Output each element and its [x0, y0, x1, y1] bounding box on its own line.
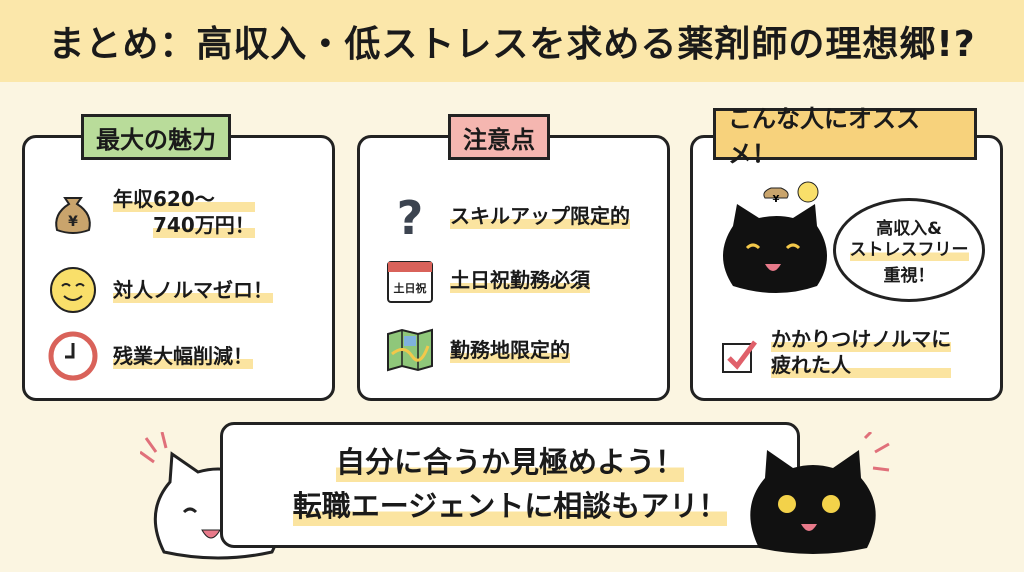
panel-label-cautions: 注意点 — [448, 114, 550, 160]
list-item: ¥ 年収620～740万円！ — [47, 186, 255, 238]
list-item: 残業大幅削減！ — [47, 330, 253, 382]
panel-recommended: こんな人にオススメ！ ¥ 高収入& ストレスフリー 重視！ かかりつけノルマに疲… — [690, 105, 1003, 401]
checklist-item: かかりつけノルマに疲れた人 — [721, 326, 952, 378]
list-item: 土日祝 土日祝勤務必須 — [384, 254, 590, 306]
svg-text:¥: ¥ — [773, 194, 780, 205]
panel-cautions: 注意点 ? スキルアップ限定的 土日祝 土日祝勤務必須 勤務地限定的 — [357, 114, 670, 401]
conclusion-line-2: 転職エージェントに相談もアリ！ — [292, 488, 728, 526]
bubble-text: ストレスフリー — [849, 238, 969, 262]
svg-text:土日祝: 土日祝 — [394, 281, 427, 295]
panel-label-recommended: こんな人にオススメ！ — [713, 105, 977, 168]
list-item: 勤務地限定的 — [384, 324, 570, 376]
item-text: 残業大幅削減！ — [113, 343, 253, 369]
check-text: 疲れた人 — [771, 352, 952, 378]
check-text: かかりつけノルマに — [771, 326, 952, 352]
panel-label-appeal: 最大の魅力 — [81, 114, 231, 160]
bubble-text: 重視！ — [883, 266, 935, 287]
list-item: ? スキルアップ限定的 — [384, 190, 630, 242]
map-icon — [387, 328, 433, 372]
conclusion-line-1: 自分に合うか見極めよう！ — [335, 444, 684, 482]
item-text: スキルアップ限定的 — [450, 203, 630, 229]
bubble-text: 高収入& — [876, 218, 942, 239]
svg-text:?: ? — [397, 191, 424, 242]
checkbox-checked-icon — [722, 340, 757, 373]
conclusion-box: 自分に合うか見極めよう！ 転職エージェントに相談もアリ！ — [220, 422, 800, 548]
item-text: 年収620～ — [113, 186, 255, 212]
money-bag-icon: ¥ — [55, 197, 91, 234]
black-cat-illustration: ¥ — [723, 181, 827, 293]
item-text: 740万円！ — [153, 212, 255, 238]
page-title: まとめ：高収入・低ストレスを求める薬剤師の理想郷!? — [0, 0, 1024, 82]
item-text: 対人ノルマゼロ！ — [113, 277, 273, 303]
speech-bubble: 高収入& ストレスフリー 重視！ — [833, 198, 985, 302]
svg-text:¥: ¥ — [68, 214, 78, 230]
black-cat-illustration — [750, 432, 890, 554]
smiley-face-icon — [50, 267, 96, 313]
calendar-icon: 土日祝 — [387, 261, 433, 303]
panel-main-appeal: 最大の魅力 ¥ 年収620～740万円！ 対人ノルマゼロ！ 残業大幅削減！ — [22, 114, 335, 401]
item-text: 勤務地限定的 — [450, 337, 570, 363]
list-item: 対人ノルマゼロ！ — [47, 264, 273, 316]
question-mark-icon: ? — [397, 191, 424, 242]
item-text: 土日祝勤務必須 — [450, 267, 590, 293]
clock-icon — [48, 331, 98, 381]
